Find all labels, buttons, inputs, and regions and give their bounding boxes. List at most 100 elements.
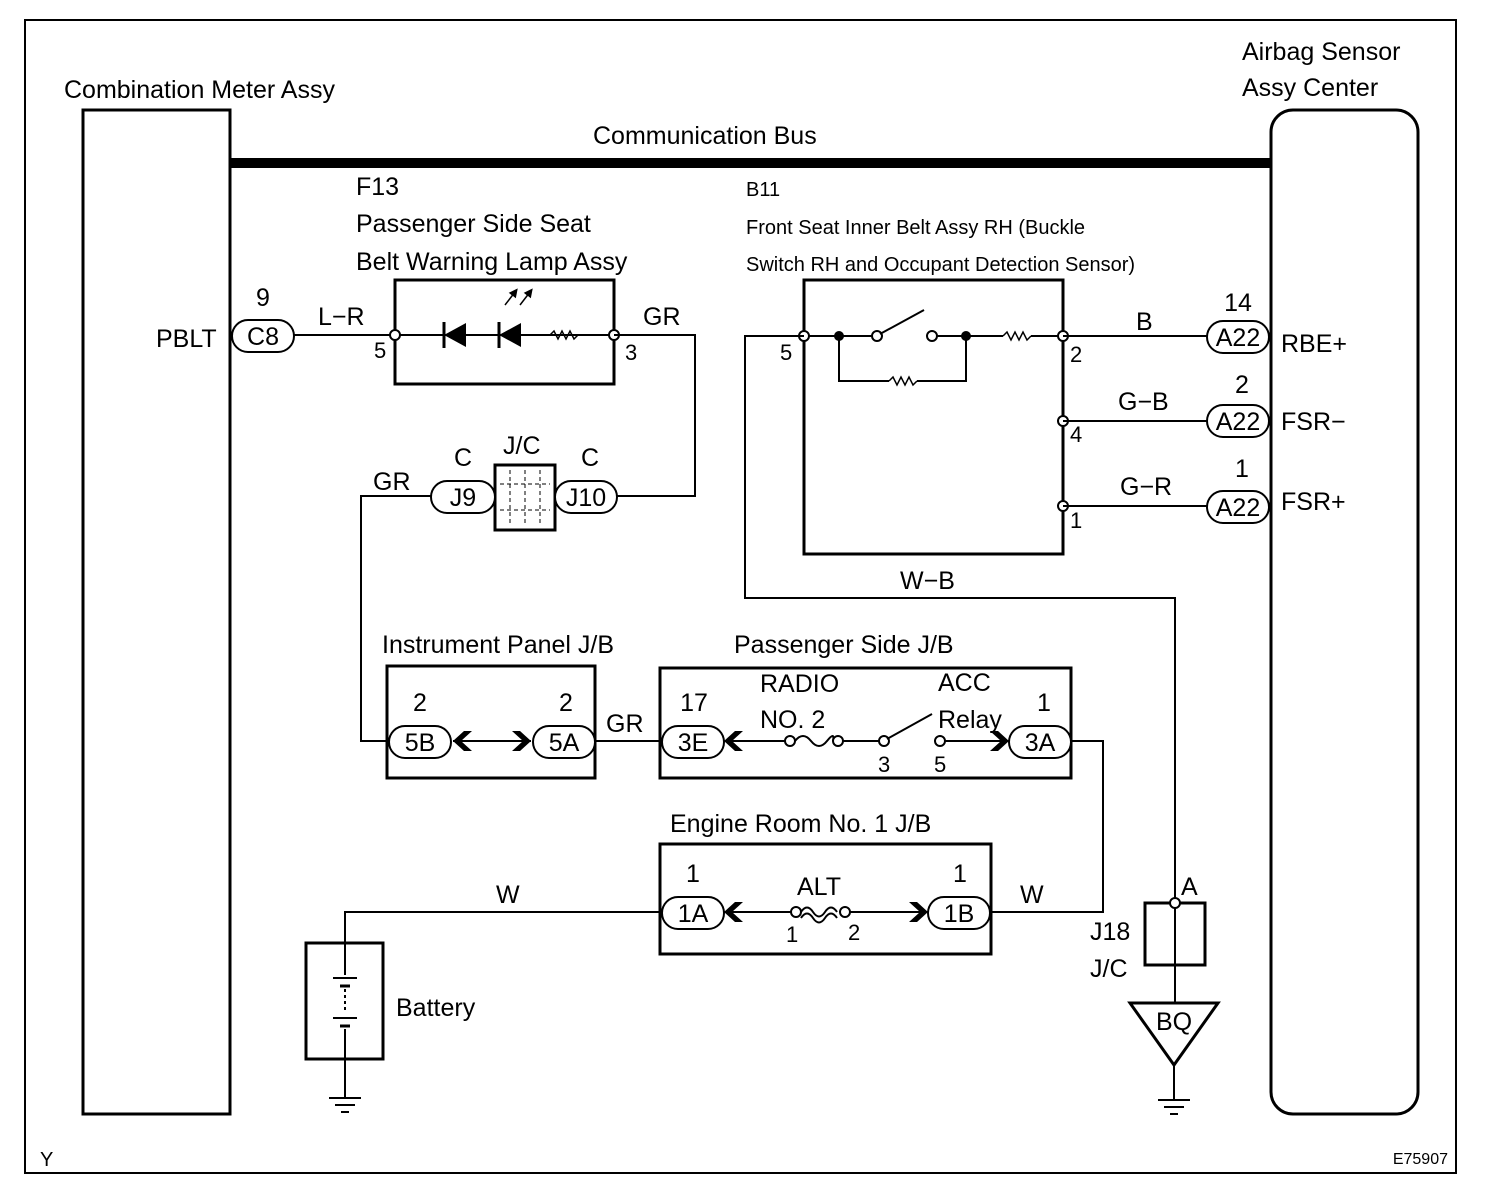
connector-j9-label: J9 bbox=[450, 484, 476, 512]
resistor-icon bbox=[1002, 330, 1032, 342]
relay-pin-5: 5 bbox=[934, 752, 946, 777]
j18-pin-a: A bbox=[1181, 873, 1198, 901]
connector-a22-fsr-plus: A22 1 bbox=[1206, 455, 1270, 524]
connector-5b: 5B 2 bbox=[388, 689, 452, 759]
acc-relay-label-2: Relay bbox=[938, 706, 1002, 734]
connector-j10-pin: C bbox=[581, 444, 599, 472]
connector-1a-label: 1A bbox=[678, 900, 709, 928]
connector-a22-rbe: A22 14 bbox=[1206, 289, 1270, 354]
fsr-minus-terminal: FSR− bbox=[1281, 408, 1346, 436]
airbag-sensor-assy: Airbag Sensor Assy Center bbox=[1242, 38, 1420, 1116]
connector-j9: J9 C bbox=[430, 444, 496, 514]
ground-point-bq: BQ bbox=[1127, 1001, 1221, 1100]
connector-c8-label: C8 bbox=[247, 323, 279, 351]
resistor-icon bbox=[888, 375, 918, 387]
airbag-sensor-label-2: Assy Center bbox=[1242, 74, 1378, 102]
connector-1a: 1A 1 bbox=[661, 860, 725, 930]
fsr-plus-terminal: FSR+ bbox=[1281, 488, 1346, 516]
communication-bus-label: Communication Bus bbox=[593, 122, 817, 150]
connector-5a-pin: 2 bbox=[559, 689, 573, 717]
connector-1b-pin: 1 bbox=[953, 860, 967, 888]
connector-a22-fsrp-label: A22 bbox=[1216, 494, 1260, 522]
connector-a22-fsrm-pin: 2 bbox=[1235, 371, 1249, 399]
switch-icon bbox=[879, 309, 925, 335]
resistor-icon bbox=[549, 329, 579, 341]
junction-connector-j18: A J18 J/C bbox=[1090, 873, 1207, 1003]
connector-3e: 3E 17 bbox=[661, 689, 725, 759]
wire-gr-f13: GR bbox=[643, 303, 681, 331]
b11-label-2: Switch RH and Occupant Detection Sensor) bbox=[746, 254, 1135, 276]
b11-code: B11 bbox=[746, 179, 780, 201]
instrument-panel-jb-label: Instrument Panel J/B bbox=[382, 631, 614, 659]
connector-j9-pin: C bbox=[454, 444, 472, 472]
rbe-plus-terminal: RBE+ bbox=[1281, 330, 1347, 358]
battery: Battery bbox=[304, 941, 476, 1098]
connector-c8-pin: 9 bbox=[256, 284, 270, 312]
figure-code: E75907 bbox=[1393, 1151, 1448, 1168]
combination-meter-assy: Combination Meter Assy bbox=[64, 76, 335, 1116]
connector-1a-pin: 1 bbox=[686, 860, 700, 888]
junction-connector-jc: J/C bbox=[493, 432, 557, 532]
communication-bus: Communication Bus bbox=[230, 122, 1271, 168]
ground-icon bbox=[1158, 1099, 1190, 1115]
wire-l-r: L−R bbox=[318, 303, 365, 331]
connector-a22-rbe-label: A22 bbox=[1216, 324, 1260, 352]
connector-j10: J10 C bbox=[554, 444, 618, 514]
jc-label: J/C bbox=[503, 432, 541, 460]
f13-lamp-assy: 5 3 bbox=[374, 278, 637, 386]
wire-w-battery: W bbox=[496, 881, 520, 909]
connector-3a-label: 3A bbox=[1025, 729, 1056, 757]
radio-fuse-label-1: RADIO bbox=[760, 670, 839, 698]
alt-pin-1: 1 bbox=[786, 922, 798, 947]
ground-icon bbox=[329, 1097, 361, 1113]
instrument-panel-jb: Instrument Panel J/B bbox=[382, 631, 614, 780]
connector-5a: 5A 2 bbox=[532, 689, 596, 759]
f13-label-2: Belt Warning Lamp Assy bbox=[356, 248, 628, 276]
ground-bq-label: BQ bbox=[1156, 1008, 1192, 1036]
battery-label: Battery bbox=[396, 994, 476, 1022]
wire-gr-5a: GR bbox=[606, 710, 644, 738]
f13-code: F13 bbox=[356, 173, 399, 201]
radio-fuse-label-2: NO. 2 bbox=[760, 706, 825, 734]
fuse-alt-icon bbox=[800, 906, 838, 918]
relay-switch-icon bbox=[886, 713, 933, 740]
led-icon bbox=[497, 288, 533, 348]
connector-3e-pin: 17 bbox=[680, 689, 708, 717]
connector-a22-fsrp-pin: 1 bbox=[1235, 455, 1249, 483]
connector-1b-label: 1B bbox=[944, 900, 975, 928]
airbag-sensor-label-1: Airbag Sensor bbox=[1242, 38, 1400, 66]
connector-a22-rbe-pin: 14 bbox=[1224, 289, 1252, 317]
alt-fuse-label: ALT bbox=[797, 873, 841, 901]
wire-w-1b: W bbox=[1020, 881, 1044, 909]
connector-3a: 3A 1 bbox=[1008, 689, 1072, 759]
b11-buckle-switch-assy: 5 2 4 1 bbox=[780, 278, 1082, 556]
combination-meter-label: Combination Meter Assy bbox=[64, 76, 335, 104]
b11-pin-4: 4 bbox=[1070, 422, 1082, 447]
f13-pin-5: 5 bbox=[374, 338, 386, 363]
diagram-frame bbox=[24, 19, 1457, 1174]
alt-pin-2: 2 bbox=[848, 920, 860, 945]
f13-label-1: Passenger Side Seat bbox=[356, 210, 591, 238]
connector-a22-fsrm-label: A22 bbox=[1216, 408, 1260, 436]
connector-c8: C8 9 bbox=[231, 284, 295, 353]
connector-1b: 1B 1 bbox=[927, 860, 991, 930]
wire-gr-j9: GR bbox=[373, 468, 411, 496]
wire-b: B bbox=[1136, 308, 1153, 336]
connector-5b-pin: 2 bbox=[413, 689, 427, 717]
connector-5a-label: 5A bbox=[549, 729, 580, 757]
connector-3e-label: 3E bbox=[678, 729, 709, 757]
connector-5b-label: 5B bbox=[405, 729, 436, 757]
pblt-terminal: PBLT bbox=[156, 325, 217, 353]
footer-left-mark: Y bbox=[40, 1149, 53, 1171]
b11-pin-2: 2 bbox=[1070, 342, 1082, 367]
passenger-side-jb-label: Passenger Side J/B bbox=[734, 631, 954, 659]
b11-pin-5: 5 bbox=[780, 340, 792, 365]
connector-3a-pin: 1 bbox=[1037, 689, 1051, 717]
engine-room-jb: Engine Room No. 1 J/B ALT 1 2 bbox=[658, 810, 993, 956]
wire-w-b: W−B bbox=[900, 567, 955, 595]
diode-icon bbox=[442, 322, 466, 348]
fuse-radio-icon bbox=[794, 735, 835, 747]
acc-relay-label-1: ACC bbox=[938, 669, 991, 697]
b11-label-1: Front Seat Inner Belt Assy RH (Buckle bbox=[746, 217, 1085, 239]
